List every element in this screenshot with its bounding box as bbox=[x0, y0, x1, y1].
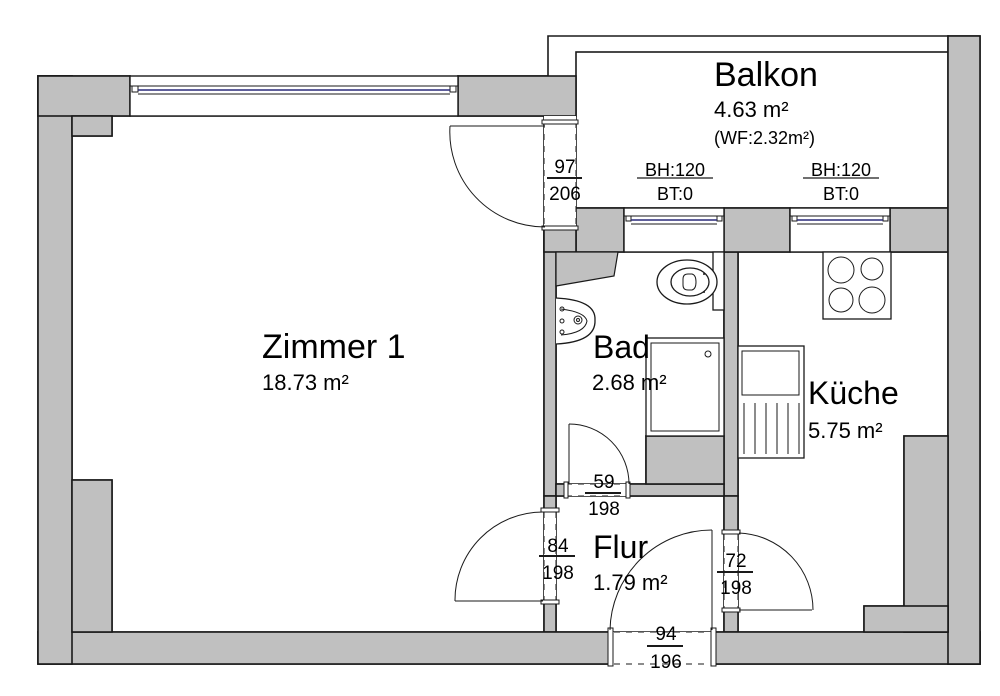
wall-under-balkon-3 bbox=[889, 207, 949, 253]
fixtures bbox=[555, 251, 892, 459]
wall-bad-shower-block bbox=[645, 435, 725, 485]
bad-window-bt: BT:0 bbox=[657, 184, 693, 204]
kueche-window-glazing bbox=[789, 207, 891, 253]
entrance-door-swing[interactable] bbox=[607, 529, 717, 667]
wall-bad-jamb-right bbox=[627, 483, 725, 497]
room-area-kueche: 5.75 m² bbox=[808, 418, 883, 443]
wall-bad-kueche-v bbox=[723, 251, 739, 497]
room-area-balkon: 4.63 m² bbox=[714, 97, 789, 122]
wall-bottom-r bbox=[711, 631, 981, 665]
room-name-flur: Flur bbox=[593, 529, 648, 565]
room-name-kueche: Küche bbox=[808, 375, 899, 411]
wall-top-left-corner bbox=[37, 75, 131, 117]
wall-zimmer-low-step bbox=[71, 479, 113, 633]
wall-kueche-jamb-bottom bbox=[723, 609, 739, 633]
wall-zimmer-bad-v bbox=[543, 227, 557, 497]
labels: Zimmer 1 18.73 m² Balkon 4.63 m² (WF:2.3… bbox=[262, 56, 899, 673]
wall-top-left-step bbox=[71, 115, 113, 137]
kueche-window-bt: BT:0 bbox=[823, 184, 859, 204]
wall-under-balkon-2 bbox=[723, 207, 791, 253]
wall-right-outer bbox=[947, 35, 981, 665]
room-name-zimmer1: Zimmer 1 bbox=[262, 328, 406, 366]
wall-left-outer bbox=[37, 75, 73, 665]
kueche-door-width: 72 bbox=[725, 551, 746, 572]
balkon-door-width: 97 bbox=[554, 157, 575, 178]
wall-bottom-l bbox=[37, 631, 611, 665]
bad-window-bh: BH:120 bbox=[645, 160, 705, 180]
wall-flur-jamb-bottom bbox=[543, 599, 557, 633]
wall-kueche-bottom-step bbox=[863, 605, 949, 633]
entrance-door-width: 94 bbox=[655, 624, 677, 645]
walls-overlay bbox=[37, 35, 981, 665]
wall-kueche-jamb-top bbox=[723, 495, 739, 533]
zimmer-door-width: 84 bbox=[547, 536, 569, 557]
room-area-zimmer1: 18.73 m² bbox=[262, 370, 349, 395]
wall-top-right-of-window bbox=[457, 75, 577, 117]
room-name-bad: Bad bbox=[593, 329, 650, 365]
room-name-balkon: Balkon bbox=[714, 56, 818, 94]
wall-under-balkon-1 bbox=[575, 207, 625, 253]
sink-icon bbox=[737, 345, 805, 459]
balkon-door-swing[interactable] bbox=[449, 116, 579, 231]
wall-kueche-right-step bbox=[903, 435, 949, 633]
entrance-door-height: 196 bbox=[650, 652, 682, 673]
bad-window-glazing bbox=[623, 207, 725, 253]
zimmer-door-height: 198 bbox=[542, 563, 574, 584]
bad-shaft bbox=[555, 251, 619, 287]
room-area-bad: 2.68 m² bbox=[592, 370, 667, 395]
room-area-flur: 1.79 m² bbox=[593, 570, 668, 595]
zimmer-window bbox=[129, 75, 459, 117]
kueche-door-height: 198 bbox=[720, 578, 752, 599]
balkon-door-height: 206 bbox=[549, 184, 581, 205]
bad-door-width: 59 bbox=[593, 472, 614, 493]
toilet-icon bbox=[656, 251, 725, 311]
kueche-window-bh: BH:120 bbox=[811, 160, 871, 180]
windows bbox=[129, 75, 891, 253]
shower-icon bbox=[645, 337, 725, 437]
stove-icon bbox=[822, 251, 892, 320]
wall-balkon-door-jamb bbox=[543, 227, 577, 253]
dimension-rules bbox=[539, 177, 879, 647]
room-note-balkon: (WF:2.32m²) bbox=[714, 128, 815, 148]
bad-door-height: 198 bbox=[588, 499, 620, 520]
washbasin-icon bbox=[555, 297, 596, 345]
room-floors bbox=[71, 35, 949, 633]
